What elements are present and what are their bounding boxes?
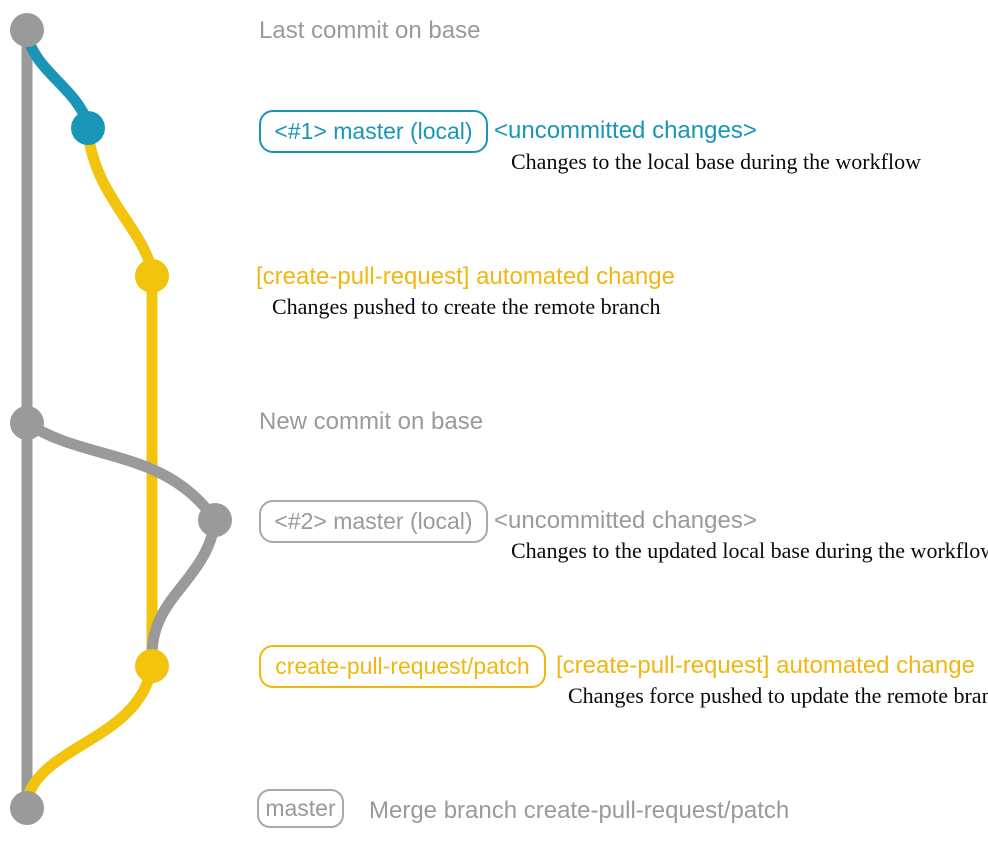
uncommitted-branch-curve (21, 28, 94, 130)
commit-node-automated-1 (135, 259, 169, 293)
status-uncommitted-changes-1: <uncommitted changes> (494, 117, 757, 144)
note-local-base-changes: Changes to the local base during the wor… (511, 149, 921, 174)
label-new-commit-on-base: New commit on base (259, 408, 484, 435)
commit-title-automated-change-2: [create-pull-request] automated change (556, 652, 975, 679)
commit-node-new-base (10, 406, 44, 440)
local-branch-merge-curve (146, 514, 221, 661)
commit-node-automated-2 (135, 649, 169, 683)
merge-to-base-curve (21, 660, 158, 806)
push-branch-curve (82, 126, 158, 276)
commit-node-master-local-1 (71, 111, 105, 145)
label-merge-branch: Merge branch create-pull-request/patch (369, 797, 790, 824)
commit-node-master-local-2 (198, 503, 232, 537)
local-branch-out-curve (21, 417, 221, 526)
branch-badge-master-local-2: <#2> master (local) (259, 500, 488, 543)
branch-badge-master-local-1: <#1> master (local) (259, 110, 488, 153)
commit-title-automated-change-1: [create-pull-request] automated change (256, 263, 675, 290)
note-pushed-to-create-remote: Changes pushed to create the remote bran… (272, 294, 661, 319)
branch-badge-create-pull-request-patch: create-pull-request/patch (259, 645, 546, 688)
status-uncommitted-changes-2: <uncommitted changes> (494, 507, 757, 534)
commit-node-merge (10, 791, 44, 825)
note-updated-local-base-changes: Changes to the updated local base during… (511, 538, 988, 563)
label-last-commit-on-base: Last commit on base (259, 17, 481, 44)
commit-node-last-base (10, 13, 44, 47)
note-force-pushed-update-remote: Changes force pushed to update the remot… (568, 683, 988, 708)
branch-badge-master: master (257, 789, 344, 828)
